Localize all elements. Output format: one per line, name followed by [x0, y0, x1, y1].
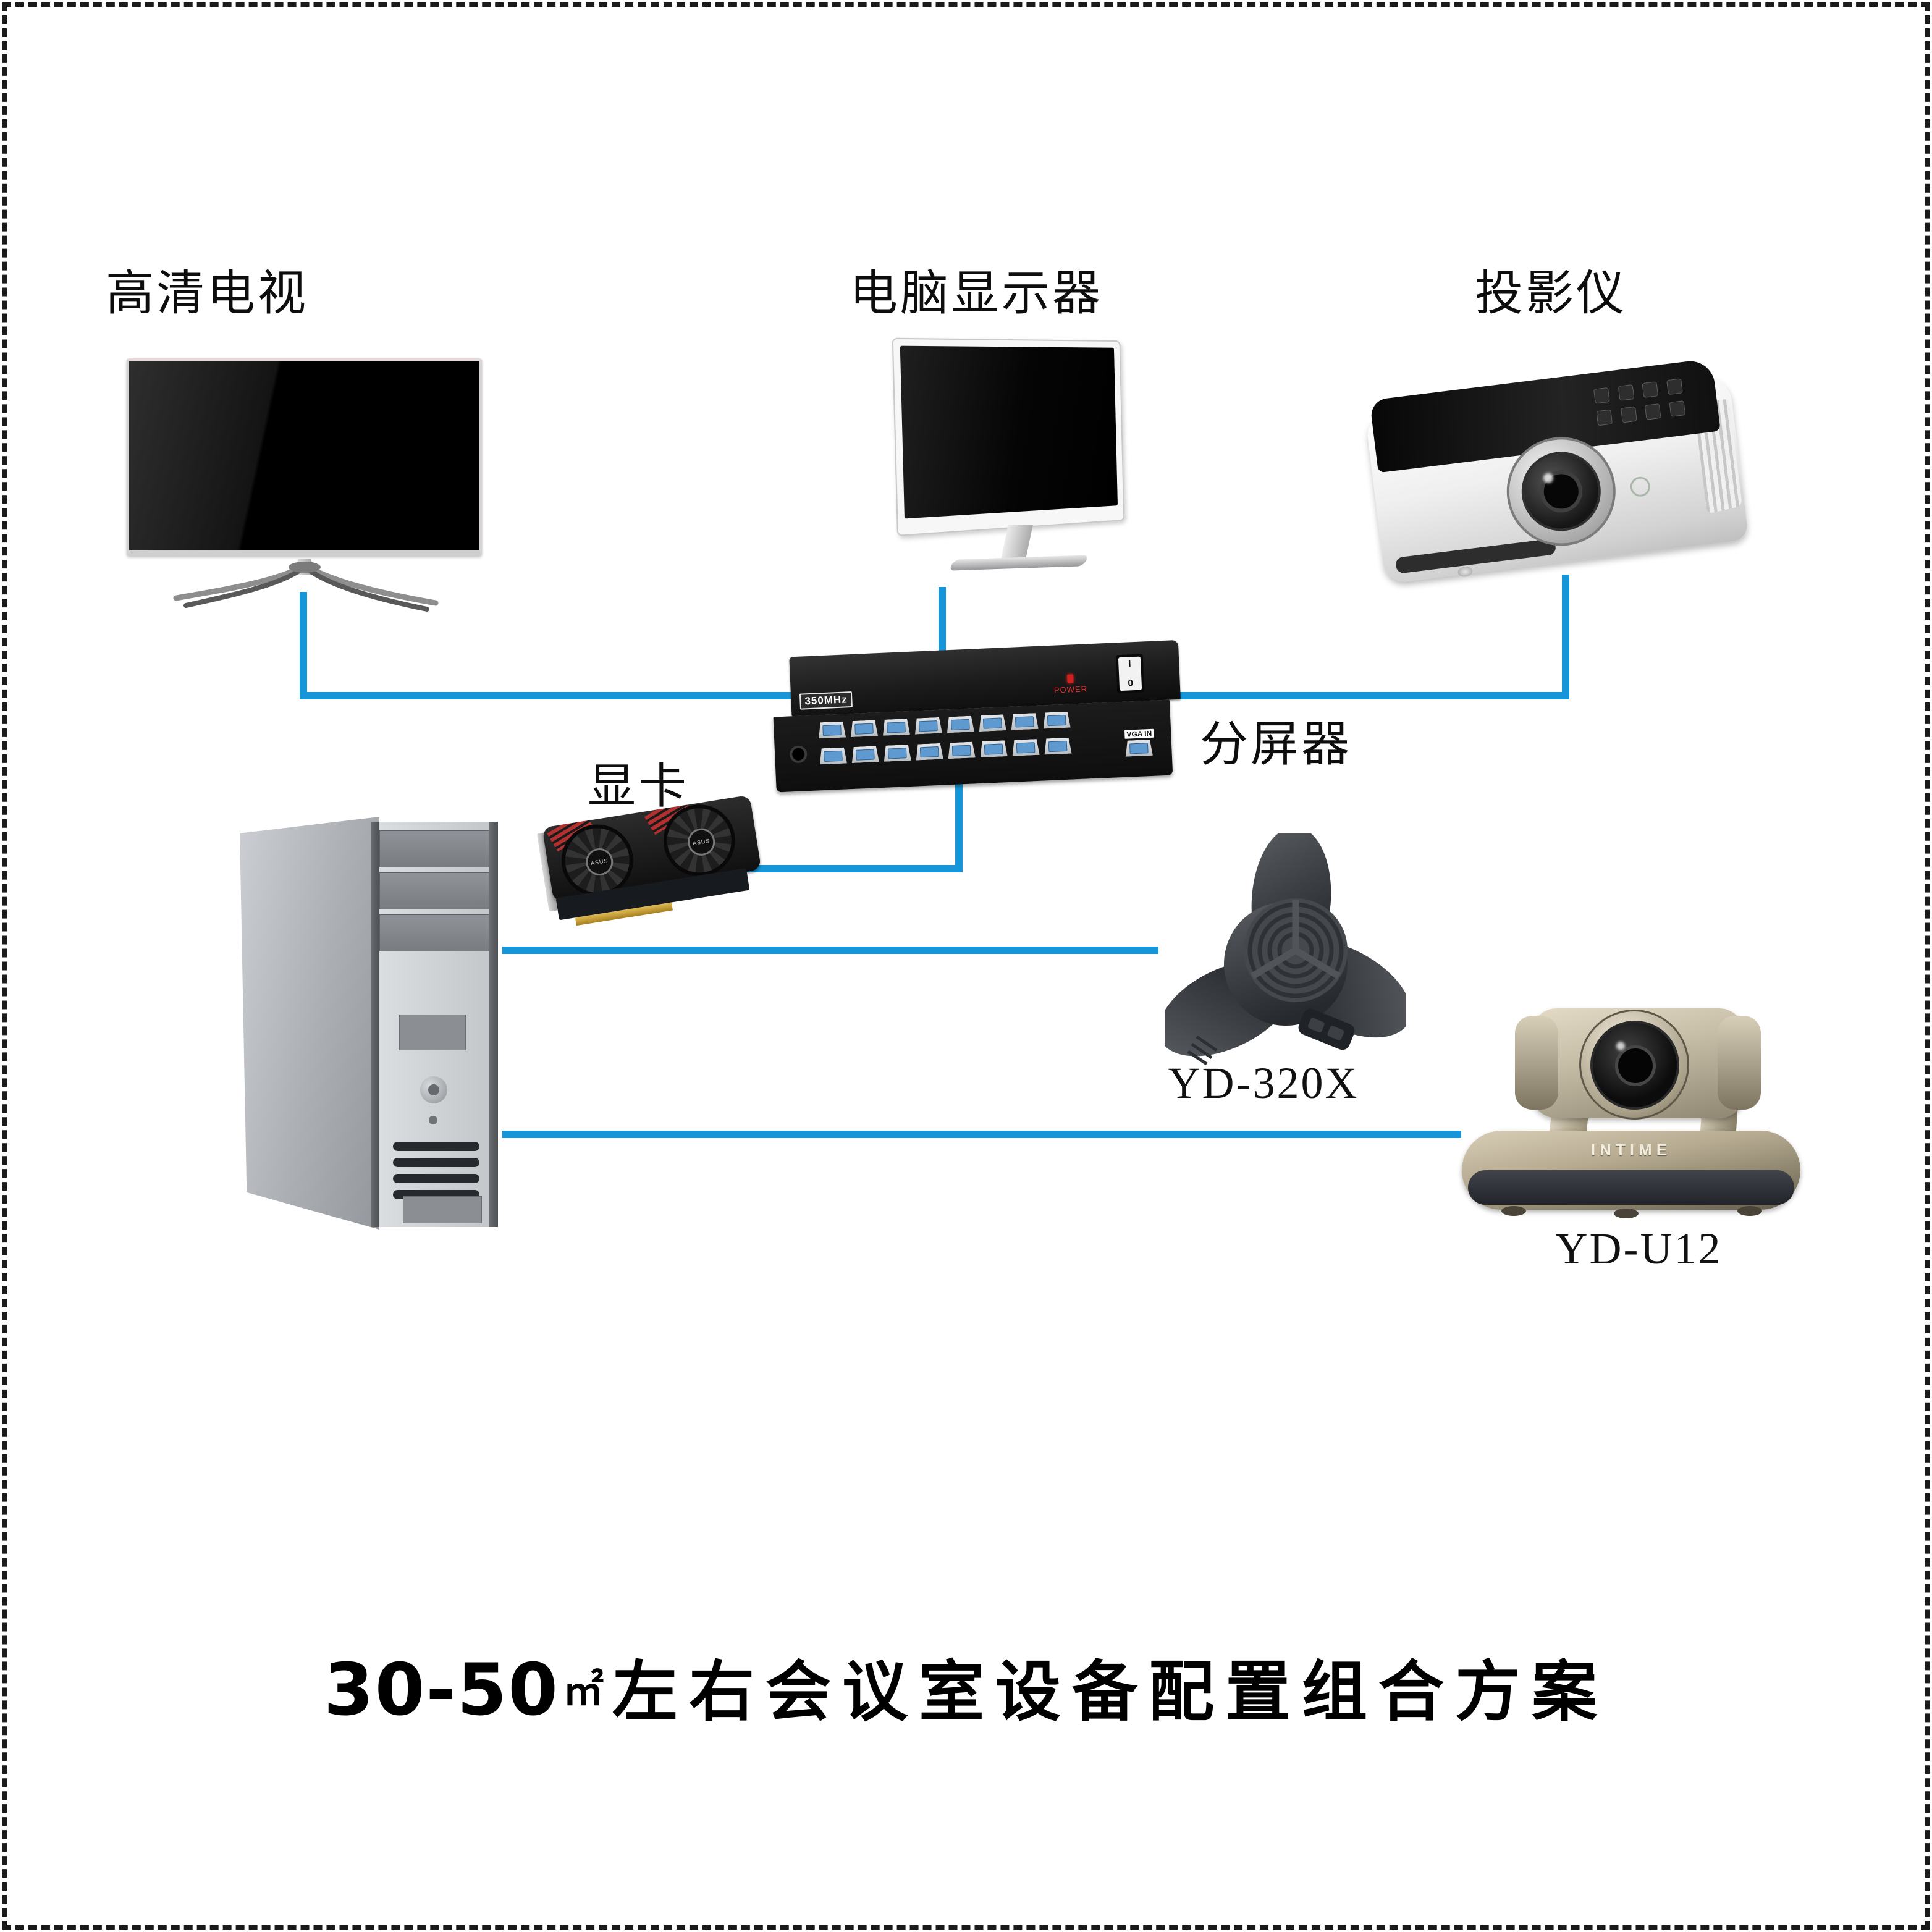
vga-port-icon	[851, 746, 879, 763]
vga-port-icon	[979, 714, 1006, 732]
tower-vent	[393, 1142, 479, 1151]
tower-led	[429, 1116, 437, 1124]
tower-power-button	[420, 1076, 447, 1103]
vga-port-icon	[882, 719, 910, 736]
tower-vent	[393, 1174, 479, 1183]
tower-side-panel	[240, 817, 379, 1230]
cable-tv-vertical	[300, 592, 307, 698]
camera-foot	[1614, 1209, 1639, 1218]
title-text: 左右会议室设备配置组合方案	[612, 1654, 1608, 1730]
label-graphics-card: 显卡	[587, 759, 689, 813]
power-led-icon	[1066, 674, 1074, 683]
monitor-stand-base	[948, 555, 1089, 571]
label-splitter: 分屏器	[1199, 717, 1352, 771]
vga-port-icon	[948, 741, 976, 759]
monitor-screen	[900, 345, 1118, 519]
vga-in-port: VGA IN	[1124, 728, 1155, 757]
cable-tower-to-camera	[502, 1131, 1461, 1138]
camera-foot	[1737, 1206, 1762, 1216]
projector-foot	[1457, 565, 1474, 578]
vga-port-icon	[819, 747, 847, 764]
label-speakerphone-model: YD-320X	[1168, 1058, 1359, 1108]
vga-in-icon	[1125, 740, 1153, 757]
vga-port-icon	[1012, 739, 1040, 756]
label-hdtv: 高清电视	[105, 266, 308, 320]
tower-vent	[393, 1158, 479, 1167]
cable-splitter-to-projector	[1177, 692, 1569, 699]
title-area-unit: ㎡	[563, 1667, 604, 1715]
vga-port-icon	[1043, 712, 1071, 729]
graphics-card-image: ASUS ASUS	[536, 795, 773, 951]
tower-io-panel	[399, 1015, 466, 1050]
hdtv-screen	[127, 358, 482, 556]
drive-bay	[379, 914, 489, 951]
vga-port-icon	[947, 715, 974, 733]
splitter-power-led-group: POWER	[1053, 673, 1088, 696]
dc-jack-icon	[789, 745, 808, 764]
splitter-bandwidth-badge: 350MHz	[799, 691, 853, 710]
vga-port-icon	[818, 722, 846, 739]
camera-ear	[1718, 1016, 1761, 1110]
cable-projector-vertical	[1562, 575, 1569, 699]
vga-port-icon	[884, 745, 911, 762]
tower-bottom-grille	[403, 1196, 482, 1223]
gpu-fan-hub: ASUS	[686, 826, 717, 858]
switch-on-mark: I	[1128, 659, 1131, 670]
cable-tower-to-speakerphone	[502, 947, 1158, 954]
cable-splitter-down	[955, 780, 963, 872]
splitter-power-switch: I 0	[1115, 654, 1145, 694]
camera-ear	[1515, 1016, 1558, 1110]
hdtv-stand-legs	[173, 562, 439, 612]
label-projector: 投影仪	[1474, 266, 1627, 320]
vga-port-icon	[914, 717, 942, 735]
camera-foot	[1501, 1206, 1526, 1216]
tower-front-panel	[371, 822, 498, 1227]
grip-stripes	[1187, 1035, 1218, 1066]
label-camera-model: YD-U12	[1555, 1224, 1723, 1273]
vga-port-icon	[980, 740, 1008, 757]
speakerphone-image	[1158, 827, 1411, 1086]
cable-gpu-to-splitter	[732, 865, 963, 872]
title-area-range: 30-50	[324, 1648, 559, 1732]
label-monitor: 电脑显示器	[850, 266, 1103, 320]
vga-port-icon	[850, 720, 878, 737]
drive-bay	[379, 830, 489, 867]
monitor-bezel	[892, 337, 1125, 536]
speakerphone-keypad	[1298, 1008, 1355, 1050]
projector-image	[1364, 356, 1752, 609]
splitter-power-label: POWER	[1053, 684, 1088, 695]
camera-lens	[1579, 1010, 1689, 1120]
projector-logo-ring	[1629, 475, 1651, 498]
camera-base-band	[1468, 1170, 1794, 1205]
pc-tower-image	[240, 817, 505, 1230]
vga-port-icon	[916, 743, 943, 761]
projector-buttons	[1593, 378, 1690, 429]
ptz-camera-image: INTIME	[1458, 1008, 1804, 1223]
drive-bay	[379, 872, 489, 909]
vga-port-icon	[1011, 713, 1039, 730]
vga-splitter-image: 350MHz POWER I 0	[770, 639, 1189, 799]
cable-monitor-to-splitter	[939, 587, 946, 658]
vga-out-ports	[818, 711, 1077, 764]
switch-off-mark: 0	[1128, 678, 1134, 689]
gpu-fan-hub: ASUS	[584, 846, 615, 878]
projector-bumper	[1394, 538, 1557, 574]
vga-port-icon	[1044, 738, 1071, 755]
monitor-image	[890, 337, 1137, 599]
camera-brand-text: INTIME	[1590, 1141, 1672, 1159]
speaker-grille	[1244, 898, 1348, 1002]
hdtv-image	[127, 358, 482, 612]
cable-tv-to-splitter	[300, 692, 801, 699]
vga-in-label: VGA IN	[1124, 728, 1154, 739]
monitor-stand-neck	[1001, 525, 1033, 559]
